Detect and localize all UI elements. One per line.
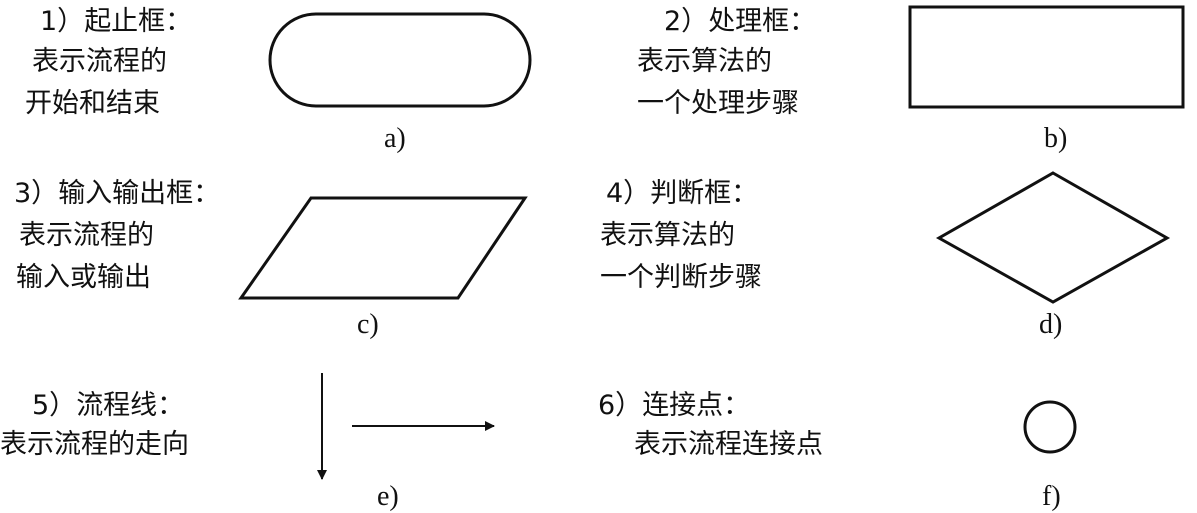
input-output-shape bbox=[238, 196, 528, 300]
item-4-desc-line-2: 一个判断步骤 bbox=[600, 262, 762, 293]
item-6-title: 连接点： bbox=[642, 390, 751, 421]
item-4-number: 4） bbox=[606, 178, 651, 209]
item-6-desc-line-1: 表示流程连接点 bbox=[634, 429, 823, 460]
item-5-number: 5） bbox=[32, 390, 77, 421]
item-5-heading: 5）流程线： bbox=[32, 386, 184, 426]
item-2-desc-line-2: 一个处理步骤 bbox=[637, 88, 799, 119]
item-6-heading: 6）连接点： bbox=[598, 386, 750, 426]
item-6-caption: f) bbox=[1042, 481, 1061, 512]
item-5-title: 流程线： bbox=[76, 390, 185, 421]
item-1-heading: 1）起止框： bbox=[40, 2, 192, 42]
item-5-caption: e) bbox=[377, 481, 399, 512]
item-2-desc-line-1: 表示算法的 bbox=[637, 46, 772, 77]
item-1-title: 起止框： bbox=[84, 6, 193, 37]
item-3-number: 3） bbox=[14, 178, 59, 209]
item-3-desc-line-2: 输入或输出 bbox=[16, 262, 151, 293]
decision-shape bbox=[935, 171, 1171, 304]
item-4-heading: 4）判断框： bbox=[606, 174, 758, 214]
connector-shape bbox=[1023, 400, 1077, 454]
item-3-heading: 3）输入输出框： bbox=[14, 174, 220, 214]
item-4-caption: d) bbox=[1039, 309, 1063, 340]
item-3-desc-line-1: 表示流程的 bbox=[19, 220, 154, 251]
item-5-desc-line-1: 表示流程的走向 bbox=[0, 429, 189, 460]
item-3-title: 输入输出框： bbox=[58, 178, 221, 209]
item-1-desc-line-2: 开始和结束 bbox=[25, 88, 160, 119]
item-1-desc-line-1: 表示流程的 bbox=[32, 46, 167, 77]
item-2-title: 处理框： bbox=[708, 6, 817, 37]
item-3-caption: c) bbox=[357, 309, 379, 340]
item-4-title: 判断框： bbox=[650, 178, 759, 209]
item-2-caption: b) bbox=[1044, 123, 1068, 154]
item-1-caption: a) bbox=[384, 123, 406, 154]
item-4-desc-line-1: 表示算法的 bbox=[600, 220, 735, 251]
terminal-shape bbox=[268, 12, 532, 108]
item-1-number: 1） bbox=[40, 6, 85, 37]
item-2-heading: 2）处理框： bbox=[664, 2, 816, 42]
item-2-number: 2） bbox=[664, 6, 709, 37]
item-6-number: 6） bbox=[598, 390, 643, 421]
process-shape bbox=[908, 5, 1185, 109]
